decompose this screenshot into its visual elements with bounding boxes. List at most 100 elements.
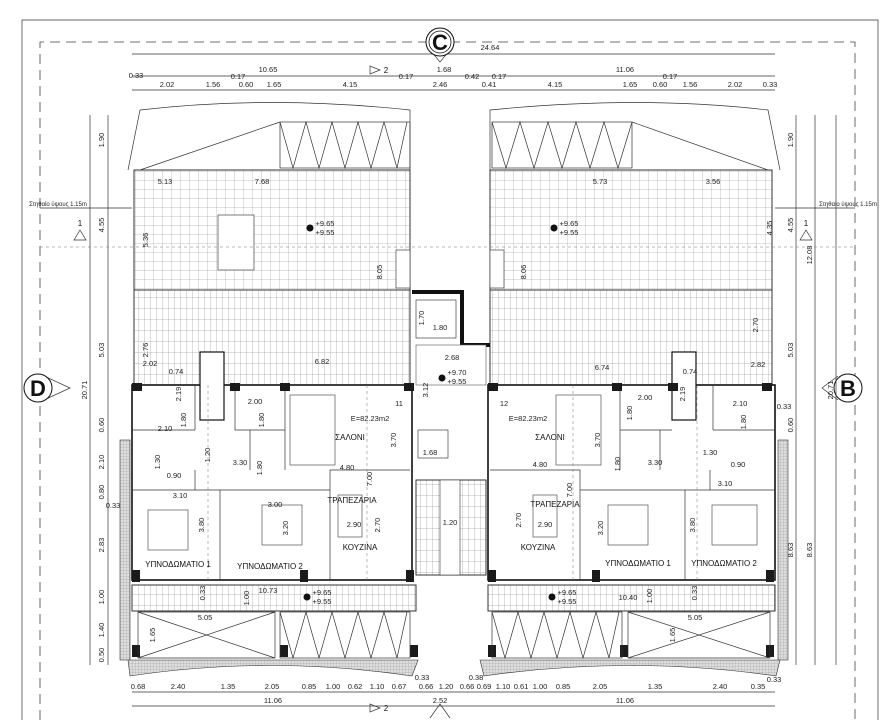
dim-label: 2.52 <box>433 696 448 705</box>
dim-label: 0.33 <box>767 675 782 684</box>
dim-label: 4.15 <box>548 80 563 89</box>
room-label-bedroom2: ΥΠΝΟΔΩΜΑΤΙΟ 2 <box>237 562 303 571</box>
interior-dim-label: 3.30 <box>648 458 663 467</box>
interior-dim-label: 5.36 <box>141 233 150 248</box>
interior-dim-label: 1.20 <box>203 448 212 463</box>
dim-label: 1.40 <box>97 623 106 638</box>
interior-dim-label: 4.80 <box>340 463 355 472</box>
dim-label: 0.67 <box>392 682 407 691</box>
dim-label: 0.17 <box>399 72 414 81</box>
interior-dim-label: 3.10 <box>718 479 733 488</box>
stair-core <box>412 290 490 576</box>
interior-dim-label: 2.00 <box>638 393 653 402</box>
dim-label: 11.06 <box>264 696 282 705</box>
dim-label: 0.62 <box>348 682 363 691</box>
interior-dim-label: 5.05 <box>688 613 703 622</box>
dim-total-width: 24.64 <box>481 43 500 52</box>
elevation-marker-d: D <box>23 373 71 403</box>
dim-label: 0.50 <box>97 648 106 663</box>
interior-dim-label: 3.20 <box>596 521 605 536</box>
interior-dim-label: 2.90 <box>538 520 553 529</box>
room-label-bedroom1: ΥΠΝΟΔΩΜΑΤΙΟ 1 <box>605 559 671 568</box>
dim-label: 0.85 <box>556 682 571 691</box>
interior-dim-label: 10.73 <box>259 586 278 595</box>
dim-label: 10.65 <box>259 65 278 74</box>
dim-label: 11.06 <box>616 696 634 705</box>
interior-dim-label: 6.82 <box>315 357 330 366</box>
interior-dim-label: 2.90 <box>347 520 362 529</box>
interior-dim-label: 7.68 <box>255 177 270 186</box>
dim-label: 0.60 <box>786 418 795 433</box>
dim-label: 2.05 <box>593 682 608 691</box>
dim-label: 4.15 <box>343 80 358 89</box>
dim-label: 1.35 <box>648 682 663 691</box>
unit-number: 12 <box>500 399 508 408</box>
interior-dim-label: 2.00 <box>248 397 263 406</box>
interior-dim-label: 3.30 <box>233 458 248 467</box>
dim-label: 20.71 <box>80 381 89 400</box>
interior-dim-label: 8.05 <box>375 265 384 280</box>
dim-label: 0.41 <box>482 80 497 89</box>
dim-label: 8.63 <box>786 543 795 558</box>
interior-dim-label: 1.80 <box>257 413 266 428</box>
interior-dim-label: 2.68 <box>445 353 460 362</box>
dim-label: 0.60 <box>653 80 668 89</box>
level-label: +9.65 <box>316 219 335 228</box>
section-mark-label: 2 <box>384 704 389 713</box>
dim-label: 4.55 <box>786 218 795 233</box>
side-walls <box>119 439 789 661</box>
left-dimensions: 1.90 4.55 5.03 0.60 2.10 0.80 0.33 2.83 … <box>80 115 120 665</box>
section-mark-label: 2 <box>384 66 389 75</box>
interior-dim-label: 3.00 <box>268 500 283 509</box>
interior-dim-label: 1.80 <box>613 457 622 472</box>
dim-label: 1.65 <box>267 80 282 89</box>
room-label-bedroom2: ΥΠΝΟΔΩΜΑΤΙΟ 2 <box>691 559 757 568</box>
level-label: +9.55 <box>560 228 579 237</box>
interior-dim-label: 10.40 <box>619 593 638 602</box>
interior-dim-label: 2.82 <box>751 360 766 369</box>
compass-label: C <box>432 30 448 55</box>
interior-dim-label: 3.80 <box>688 518 697 533</box>
compass-label: B <box>840 376 856 401</box>
interior-dim-label: 5.13 <box>158 177 173 186</box>
dim-label: 2.46 <box>433 80 448 89</box>
dim-label: 1.00 <box>97 590 106 605</box>
level-markers: +9.65 +9.55 +9.65 +9.55 +9.70 +9.55 +9.6… <box>303 219 579 606</box>
dim-label: 4.55 <box>97 218 106 233</box>
dim-label: 0.33 <box>129 71 144 80</box>
interior-dim-label: 4.35 <box>765 221 774 236</box>
interior-dim-label: 1.00 <box>242 591 251 606</box>
dim-label: 11.06 <box>616 65 634 74</box>
dim-label: 0.85 <box>302 682 317 691</box>
interior-dim-label: 7.00 <box>565 483 574 498</box>
unit-area: E=82.23m2 <box>509 414 548 423</box>
terrace-left <box>133 169 411 386</box>
interior-dim-label: 1.80 <box>255 461 264 476</box>
section-mark-label: 1 <box>78 219 83 228</box>
interior-dim-label: 5.05 <box>198 613 213 622</box>
parapet-note: Στηθαίο ύψους 1.15m <box>819 202 877 208</box>
dim-label: 1.20 <box>439 682 454 691</box>
dim-label: 2.05 <box>265 682 280 691</box>
dim-label: 1.35 <box>221 682 236 691</box>
dim-label: 2.10 <box>97 455 106 470</box>
dim-label: 0.33 <box>777 402 792 411</box>
level-label: +9.65 <box>558 588 577 597</box>
interior-dim-label: 0.90 <box>731 460 746 469</box>
dim-label: 0.60 <box>97 418 106 433</box>
elevation-marker-a <box>429 703 451 719</box>
room-label-living: ΣΑΛΟΝΙ <box>335 433 365 442</box>
dim-label: 0.66 <box>419 682 434 691</box>
unit-area: E=82.23m2 <box>351 414 390 423</box>
dim-label: 1.90 <box>97 133 106 148</box>
interior-dim-label: 2.70 <box>514 513 523 528</box>
interior-dim-label: 1.30 <box>703 448 718 457</box>
dim-label: 5.03 <box>786 343 795 358</box>
dim-label: 5.03 <box>97 343 106 358</box>
interior-dim-label: 2.19 <box>678 387 687 402</box>
interior-dim-label: 6.74 <box>595 363 610 372</box>
interior-dim-label: 2.10 <box>733 399 748 408</box>
dim-label: 0.33 <box>415 673 430 682</box>
interior-dim-label: 7.00 <box>365 472 374 487</box>
